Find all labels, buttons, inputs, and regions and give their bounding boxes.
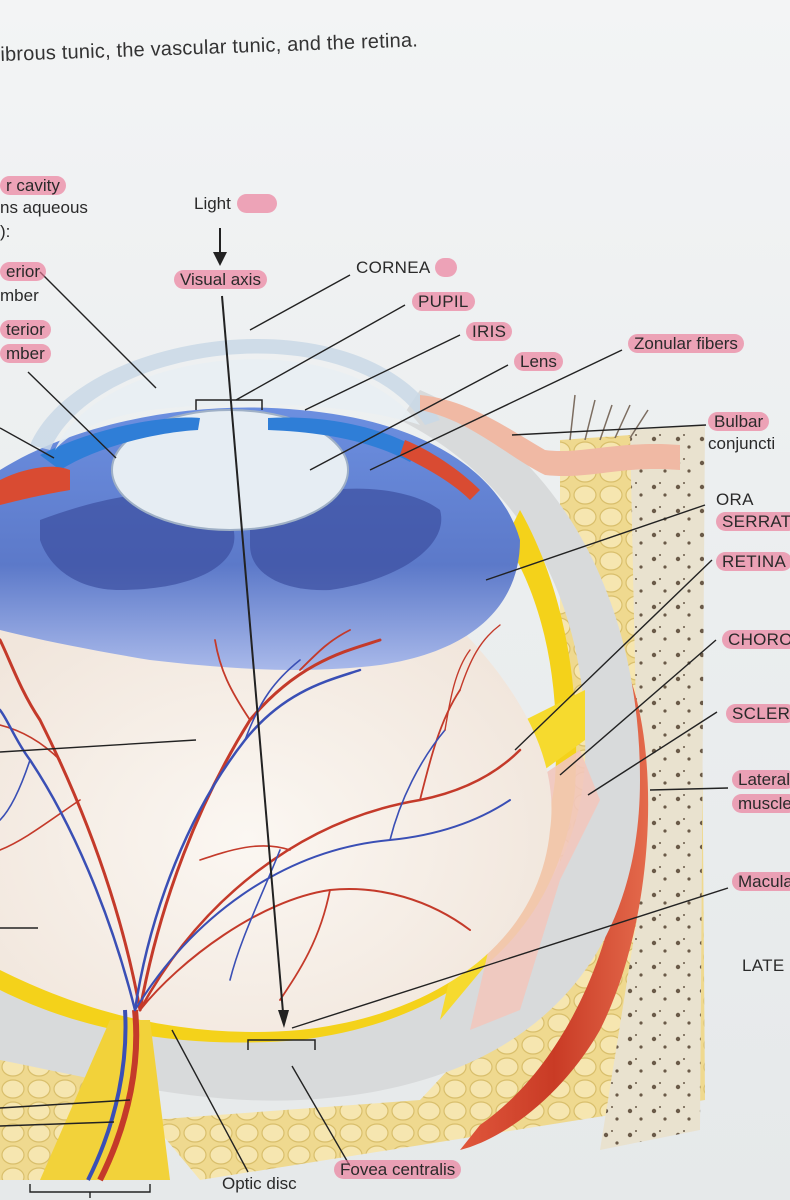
label-visual-axis: Visual axis	[174, 270, 267, 290]
ciliary-vessels-right	[400, 440, 480, 500]
visual-axis-line	[195, 295, 316, 1050]
label-late: LATE	[742, 956, 785, 975]
ciliary-vessels-left	[0, 466, 70, 505]
iris-shape-right	[268, 417, 420, 462]
label-cavity-line2: ns aqueous	[0, 198, 88, 217]
label-cavity-line3: ):	[0, 222, 11, 241]
label-posterior-chamber-2: mber	[0, 344, 51, 364]
label-ora: ORA	[716, 490, 754, 509]
label-anterior-chamber-1: erior	[0, 262, 47, 282]
central-retinal-vein	[86, 1009, 128, 1181]
retinal-vessels	[0, 624, 522, 1012]
bulbar-conjunctiva	[420, 395, 680, 477]
label-iris: IRIS	[466, 322, 513, 342]
label-cornea: CORNEA	[356, 258, 457, 278]
label-fovea-centralis: Fovea centralis	[334, 1160, 462, 1180]
label-cavity-line1: r cavity	[0, 176, 66, 196]
label-bulbar-2: conjuncti	[708, 434, 776, 453]
label-retina: RETINA	[716, 552, 790, 572]
label-macula: Macula	[732, 872, 790, 892]
cornea-shape	[30, 339, 440, 450]
label-serrata: SERRAT	[716, 512, 790, 532]
lens-shape	[111, 409, 349, 531]
leader-lines	[0, 271, 729, 1198]
label-pupil: PUPIL	[412, 292, 475, 312]
label-posterior-chamber-1: terior	[0, 320, 51, 340]
light-arrow	[213, 228, 227, 266]
label-optic-disc: Optic disc	[222, 1174, 297, 1193]
label-zonular-fibers: Zonular fibers	[628, 334, 744, 354]
central-retinal-artery	[97, 1009, 140, 1182]
label-lens: Lens	[514, 352, 563, 372]
label-choroid: CHORO	[722, 630, 790, 650]
orbital-bone	[600, 425, 705, 1150]
vitreous-body	[0, 600, 552, 1032]
label-sclera: SCLER	[726, 704, 790, 724]
lateral-rectus-muscle	[460, 640, 649, 1150]
iris-shape	[40, 417, 200, 470]
label-lateral-2: muscle	[732, 794, 790, 814]
eyelashes	[569, 394, 649, 441]
label-light: Light	[194, 194, 278, 214]
anterior-chamber	[55, 359, 420, 450]
label-bulbar-1: Bulbar	[708, 412, 770, 432]
sclera-band	[0, 390, 640, 1101]
label-anterior-chamber-2: mber	[0, 286, 39, 305]
label-lateral-1: Lateral	[732, 770, 790, 790]
